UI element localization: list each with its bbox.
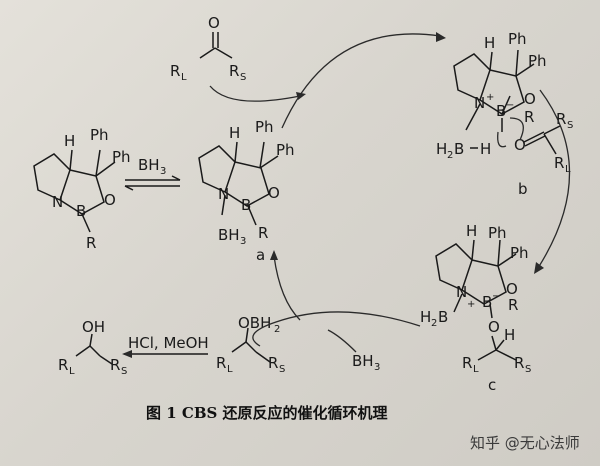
complex-b-label: b [518,180,528,198]
ketone-rs: R [229,62,239,80]
complex-b-rl-sub: L [565,164,571,175]
complex-a-ph1: Ph [255,118,274,136]
catalyst-r: R [86,234,96,252]
complex-c-h2b-h: H [420,308,431,326]
product-rs-sub: S [121,366,127,377]
complex-c-label: c [488,376,496,394]
bh3-reagent-sub: 3 [160,166,166,177]
complex-c-b: B [482,293,492,311]
complex-c-minus: − [492,291,500,302]
bh3-bottom-sub: 3 [374,362,380,373]
complex-b-hydride: H [480,140,491,158]
complex-b-n: N [474,94,485,112]
complex-b-h2b-b: B [454,140,464,158]
complex-c-ph2: Ph [510,244,529,262]
complex-c-ph1: Ph [488,224,507,242]
cycle-arrows [209,32,571,353]
complex-a-b: B [241,196,251,214]
complex-a-r: R [258,224,268,242]
complex-b-o: O [524,90,536,108]
equilibrium-arrows: BH 3 [124,156,181,191]
substrate-ketone: O R L R S [170,14,246,83]
complex-c-rs: R [514,354,524,372]
product-rl-sub: L [69,366,75,377]
product-alcohol: OH R L R S [58,318,127,377]
borinate-rl: R [216,354,226,372]
complex-a-bh3: BH [218,226,240,244]
complex-b-rs: R [556,110,566,128]
complex-c-rs-sub: S [525,364,531,375]
complex-b: H Ph Ph N + B − O R H 2 B H O R S R L b [436,30,573,198]
complex-b-minus: − [506,100,514,111]
complex-a-h: H [229,124,240,142]
hydrolysis-step: HCl, MeOH [122,334,209,358]
borinate-rs: R [268,354,278,372]
complex-a-label: a [256,246,265,264]
complex-c-h2b-b: B [438,308,448,326]
complex-b-rs-sub: S [567,120,573,131]
complex-c-h: H [466,222,477,240]
complex-a-n: N [218,185,229,203]
catalyst-n: N [52,193,63,211]
ketone-rl-sub: L [181,72,187,83]
catalyst-oxazaborolidine: H Ph Ph N B O R [33,126,131,252]
complex-b-ketone-o: O [514,136,526,154]
complex-a: H Ph Ph N B O R BH 3 a [198,118,295,264]
catalyst-b: B [76,202,86,220]
product-oh: OH [82,318,105,336]
complex-b-ph1: Ph [508,30,527,48]
complex-c-r: R [508,296,518,314]
catalyst-ph2: Ph [112,148,131,166]
complex-c-plus: + [467,299,475,310]
complex-b-ph2: Ph [528,52,547,70]
hydrolysis-conditions: HCl, MeOH [128,334,209,352]
complex-b-h2b-sub: 2 [447,150,453,161]
catalyst-o: O [104,191,116,209]
complex-a-ph2: Ph [276,141,295,159]
complex-b-h2b-h: H [436,140,447,158]
borinate-obh2: OBH [238,314,271,332]
complex-c-n: N [456,283,467,301]
complex-b-plus: + [486,92,494,103]
product-rs: R [110,356,120,374]
complex-b-rl: R [554,154,564,172]
catalyst-ph1: Ph [90,126,109,144]
borinate-obh2-sub: 2 [274,324,280,335]
ketone-rs-sub: S [240,72,246,83]
borinate-rs-sub: S [279,364,285,375]
complex-a-bh3-sub: 3 [240,236,246,247]
complex-a-o: O [268,184,280,202]
borinate-rl-sub: L [227,364,233,375]
ketone-o: O [208,14,220,32]
complex-b-b: B [496,102,506,120]
complex-c-rl-sub: L [473,364,479,375]
bh3-reagent: BH [138,156,160,174]
complex-b-r: R [524,108,534,126]
complex-c-alk-o: O [488,318,500,336]
complex-b-h: H [484,34,495,52]
ketone-rl: R [170,62,180,80]
complex-c-rl: R [462,354,472,372]
complex-c-h2b-sub: 2 [431,318,437,329]
borinate-intermediate: OBH 2 R L R S [216,314,285,375]
figure-caption: 图 1 CBS 还原反应的催化循环机理 [146,404,388,422]
bh3-bottom: BH [352,352,374,370]
zhihu-watermark: 知乎 @无心法师 [470,434,580,452]
catalyst-h: H [64,132,75,150]
complex-c-alk-h: H [504,326,515,344]
product-rl: R [58,356,68,374]
complex-c: H Ph Ph N + B − O R H 2 B O H R L R S c [420,222,531,394]
complex-c-o: O [506,280,518,298]
